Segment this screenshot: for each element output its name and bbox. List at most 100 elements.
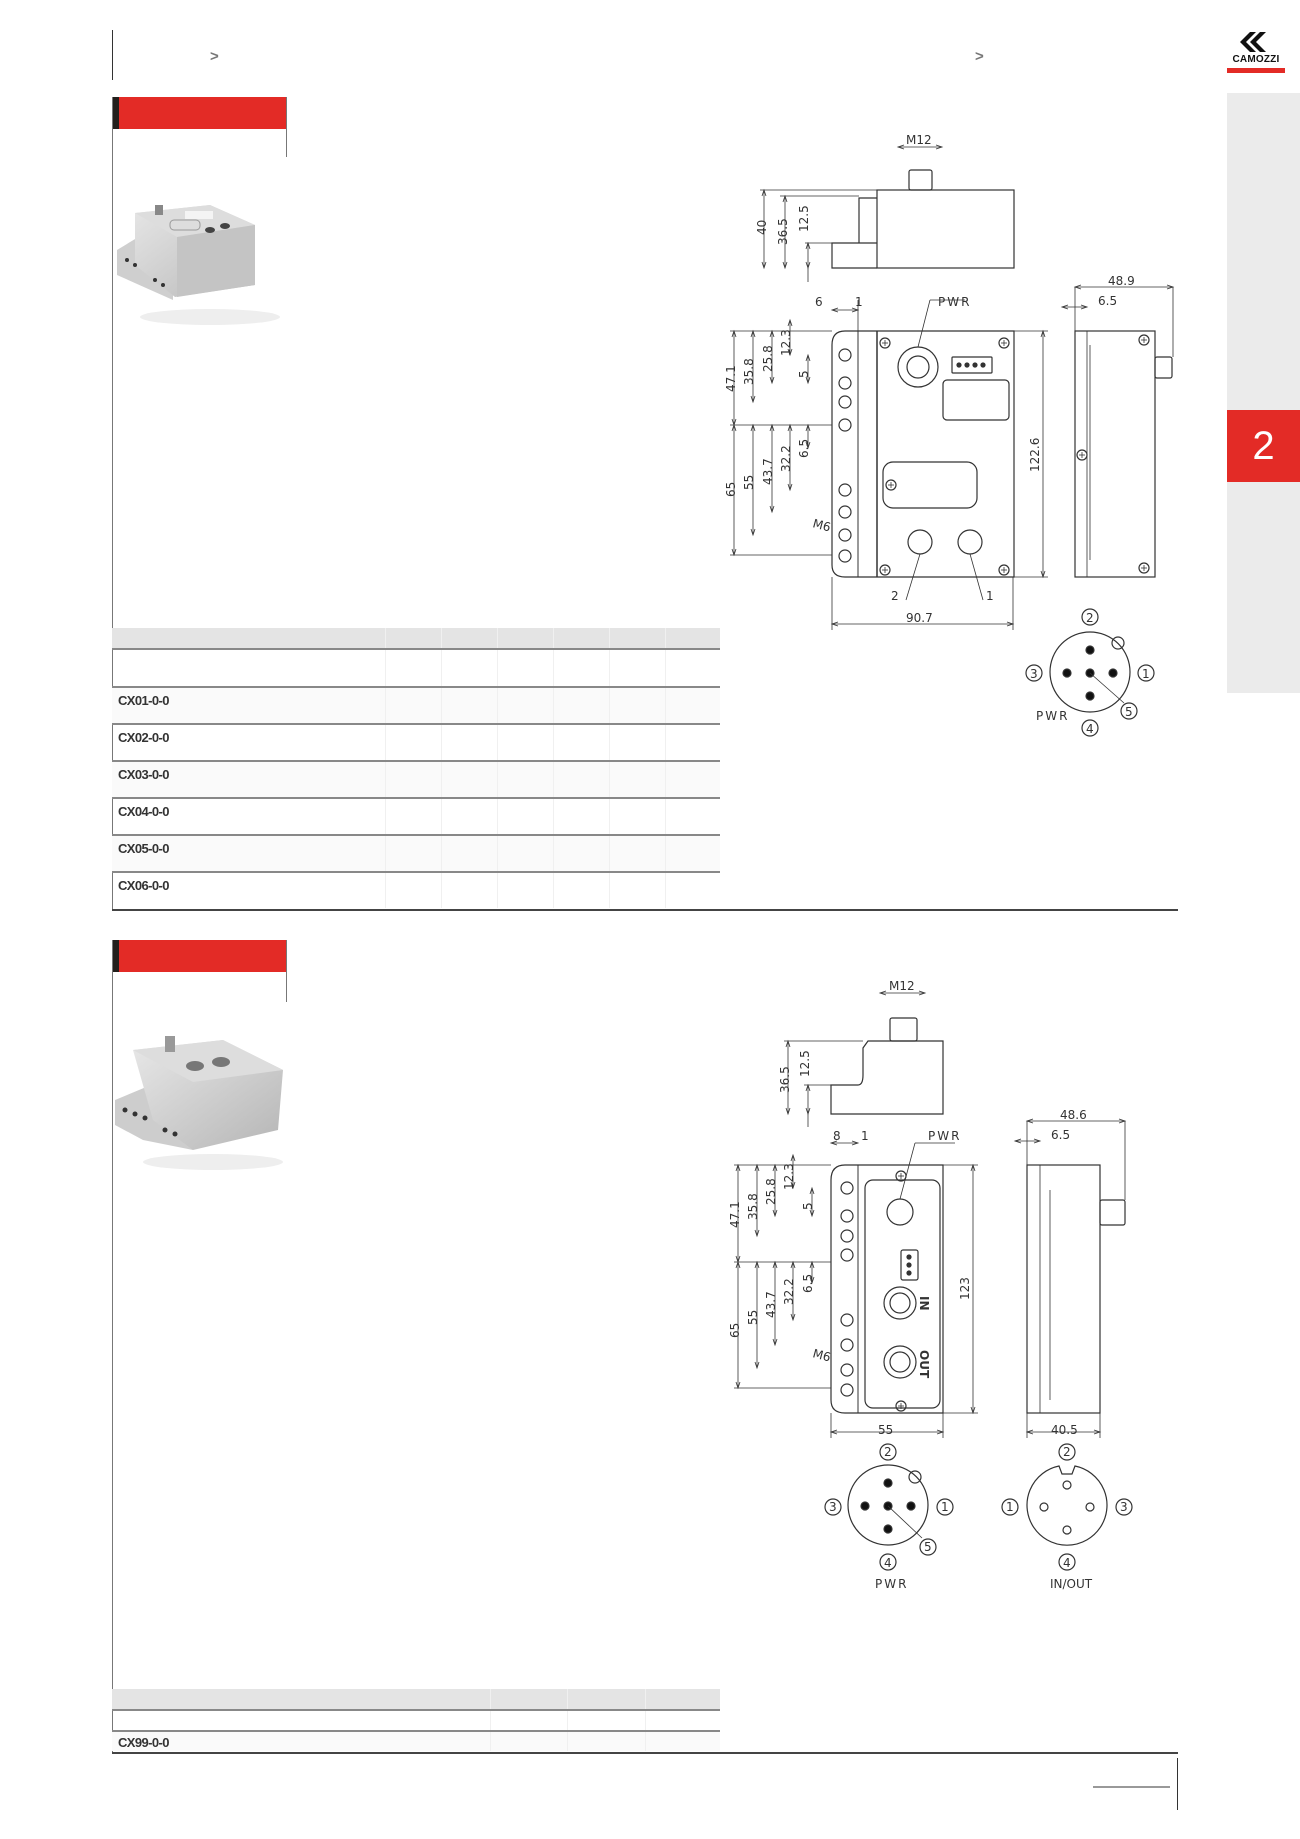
dim-label: 32.2 xyxy=(782,1278,796,1305)
pin-number-circle xyxy=(936,1498,954,1516)
led-icon xyxy=(956,362,962,368)
led-icon xyxy=(906,1270,912,1276)
breadcrumb-separator: > xyxy=(975,48,984,65)
port-label: 2 xyxy=(891,589,899,603)
socket-icon xyxy=(1039,1502,1049,1512)
pin-number: 5 xyxy=(1125,705,1133,719)
dim-label: 43.7 xyxy=(764,1291,778,1318)
dim-label: 6.5 xyxy=(1098,294,1117,308)
model-code: CX03-0-0 xyxy=(112,761,386,799)
mounting-hole xyxy=(838,418,852,432)
footer-rule xyxy=(1093,1786,1170,1788)
pin-number: 3 xyxy=(1030,667,1038,681)
logo-mark-icon xyxy=(1240,32,1266,52)
dim-label: 55 xyxy=(746,1310,760,1325)
drawing2-pinout-pwr: 2 3 1 5 4 PWR xyxy=(829,1445,949,1591)
dimension-line xyxy=(1089,672,1125,704)
led-icon xyxy=(906,1254,912,1260)
model-code: CX06-0-0 xyxy=(118,878,169,893)
dim-label: M12 xyxy=(889,979,915,993)
arrow-icon xyxy=(805,353,811,385)
chapter-tab-active[interactable]: 2 xyxy=(1227,410,1300,482)
socket-icon xyxy=(1062,1525,1072,1535)
dim-label: 55 xyxy=(742,475,756,490)
led-icon xyxy=(980,362,986,368)
mounting-hole xyxy=(840,1363,854,1377)
outline xyxy=(876,189,1015,269)
dim-label: 12.5 xyxy=(798,1050,812,1077)
mounting-hole xyxy=(838,376,852,390)
section1-header-border xyxy=(286,97,287,157)
pin-icon xyxy=(1062,668,1072,678)
pinout-outline xyxy=(1049,631,1131,713)
dim-label: 40 xyxy=(755,220,769,235)
pin-icon xyxy=(883,1524,893,1534)
outline xyxy=(1026,1164,1101,1414)
pin-number-circle xyxy=(919,1538,937,1556)
arrow-icon xyxy=(790,1153,796,1190)
connector-label: IN xyxy=(917,1296,931,1311)
header-divider xyxy=(112,30,113,80)
section2-header-border xyxy=(286,940,287,1002)
arrow-icon xyxy=(878,990,927,996)
screw-icon xyxy=(1138,334,1150,346)
dimension-line xyxy=(899,1142,916,1200)
pwr-connector-icon xyxy=(897,346,939,388)
pin-number-circle xyxy=(1081,719,1099,737)
outline xyxy=(831,330,1015,578)
pin-icon xyxy=(1108,668,1118,678)
dim-label: 12.3 xyxy=(779,329,793,356)
outline xyxy=(1074,330,1156,578)
out-connector-icon xyxy=(889,1351,911,1373)
led-icon xyxy=(964,362,970,368)
dim-label: 25.8 xyxy=(764,1178,778,1205)
pin-number: 4 xyxy=(1063,1556,1071,1570)
pin-number: 4 xyxy=(884,1556,892,1570)
table-row: CX02-0-0 xyxy=(112,724,720,762)
table-row: CX99-0-0 xyxy=(112,1731,720,1751)
table-row: CX01-0-0 xyxy=(112,687,720,725)
section1-header xyxy=(112,97,286,129)
table-header-row xyxy=(112,628,720,650)
outline xyxy=(900,1249,919,1281)
arrow-icon xyxy=(1060,304,1089,310)
dim-label: 65 xyxy=(728,1323,742,1338)
dim-label: 6 xyxy=(815,295,823,309)
pin-number: 1 xyxy=(941,1500,949,1514)
outline xyxy=(951,356,993,374)
dim-label: 5 xyxy=(797,370,811,378)
table-subheader-row xyxy=(112,649,720,688)
outline xyxy=(942,379,1010,421)
model-code: CX02-0-0 xyxy=(112,724,386,762)
out-connector-icon xyxy=(883,1345,917,1379)
outline xyxy=(830,1040,944,1115)
outline xyxy=(864,1179,941,1409)
pin-number: 2 xyxy=(1086,611,1094,625)
dim-label: 6.5 xyxy=(1051,1128,1070,1142)
mounting-hole xyxy=(838,348,852,362)
pinout-outline xyxy=(1026,1465,1108,1546)
section1-left-border xyxy=(112,97,113,910)
pin-number: 3 xyxy=(829,1500,837,1514)
pin-number-circle xyxy=(1058,1553,1076,1571)
screw-icon xyxy=(998,337,1010,349)
thread-label: M6 xyxy=(811,516,832,534)
table-row: CX04-0-0 xyxy=(112,798,720,836)
dimension-line xyxy=(887,1505,923,1539)
socket-icon xyxy=(1062,1480,1072,1490)
chapter-tabs[interactable] xyxy=(1227,93,1300,693)
key-notch xyxy=(908,1470,922,1484)
brand-name: CAMOZZI xyxy=(1232,54,1280,65)
dim-label: 36.5 xyxy=(776,218,790,245)
drawing1-dimensions: M12 40 36.5 12.5 6 1 PWR 48.9 6.5 47.1 3… xyxy=(724,133,1135,625)
pin-number-circle xyxy=(1120,702,1138,720)
socket-icon xyxy=(1085,1502,1095,1512)
pin-number: 5 xyxy=(924,1540,932,1554)
arrow-icon xyxy=(809,1186,815,1218)
dim-label: 5 xyxy=(801,1202,815,1210)
dim-label: 1 xyxy=(855,295,863,309)
outline xyxy=(882,461,978,509)
table-row: CX06-0-0 xyxy=(112,872,720,908)
arrow-icon xyxy=(829,1140,860,1146)
pin-number: 3 xyxy=(1120,1500,1128,1514)
